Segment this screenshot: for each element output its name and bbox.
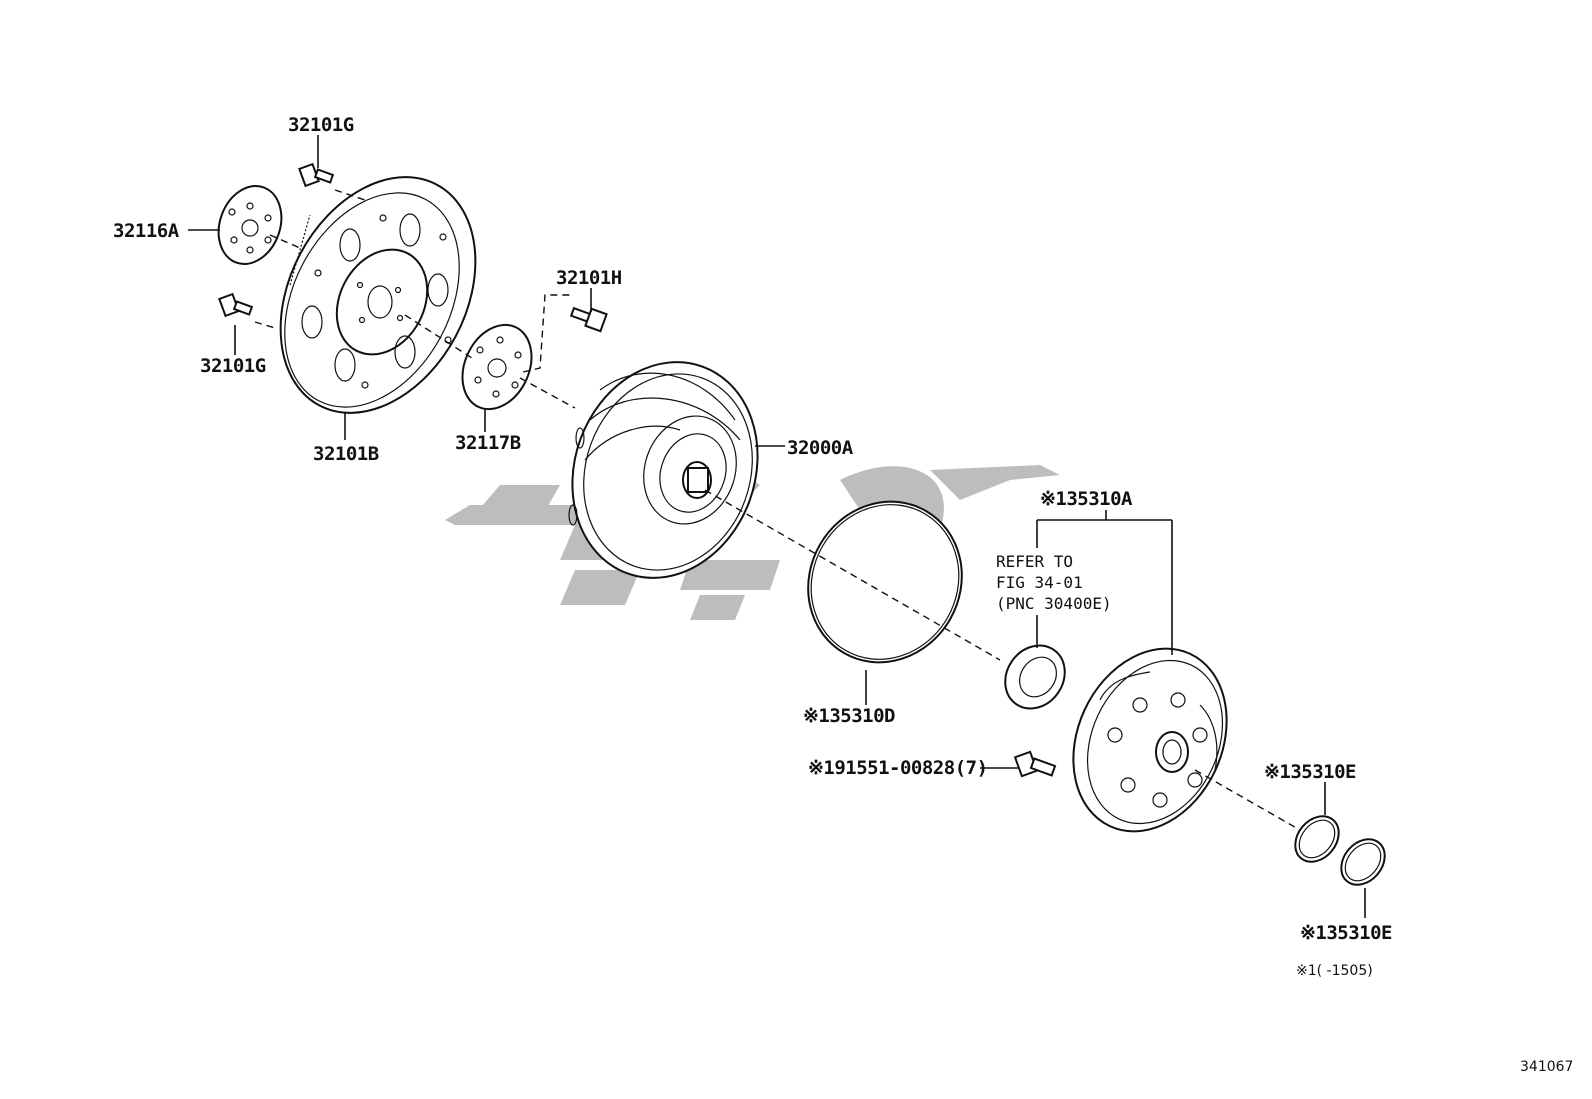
- o-ring-35310D: [807, 500, 963, 664]
- spacer-plate-32116A: [217, 185, 283, 265]
- label-32000A: 32000A: [787, 437, 854, 459]
- assembly-axis: [254, 189, 1301, 831]
- label-35310A: ※135310A: [1040, 488, 1133, 510]
- bolt-32101G-top: [298, 162, 335, 188]
- label-91551-00828: ※191551-00828(7): [808, 757, 988, 779]
- oil-seal: [1004, 644, 1066, 710]
- flex-plate-32101B: [279, 176, 477, 414]
- label-32101G-left: 32101G: [200, 355, 266, 377]
- label-32101H: 32101H: [556, 267, 622, 289]
- label-35310E-lower: ※135310E: [1300, 922, 1392, 944]
- label-32101B: 32101B: [313, 443, 379, 465]
- torque-converter-32000A: [568, 361, 759, 579]
- label-32117B: 32117B: [455, 432, 521, 454]
- label-32116A: 32116A: [113, 220, 180, 242]
- label-35310E-upper: ※135310E: [1264, 761, 1356, 783]
- refer-note-line-1: REFER TO: [996, 552, 1073, 571]
- seal-ring-35310E-upper: [1294, 815, 1340, 863]
- seal-ring-35310E-lower: [1340, 838, 1386, 886]
- refer-note-line-2: FIG 34-01: [996, 573, 1083, 592]
- figure-number: 341067: [1520, 1059, 1573, 1075]
- refer-note-line-3: (PNC 30400E): [996, 594, 1112, 613]
- bolt-32101G-left: [218, 292, 254, 318]
- part-labels: 32101G 32116A 32101G 32101B 32101H 32117…: [113, 114, 1573, 1075]
- bolt-32101H: [569, 306, 608, 333]
- bolt-91551-00828: [1013, 750, 1057, 778]
- footnote: ※1( -1505): [1296, 963, 1373, 979]
- leader-lines: [188, 135, 1366, 918]
- label-35310D: ※135310D: [803, 705, 895, 727]
- oil-pump-35310A: [1072, 647, 1228, 833]
- plate-32117B: [461, 323, 533, 411]
- label-32101G-top: 32101G: [288, 114, 354, 136]
